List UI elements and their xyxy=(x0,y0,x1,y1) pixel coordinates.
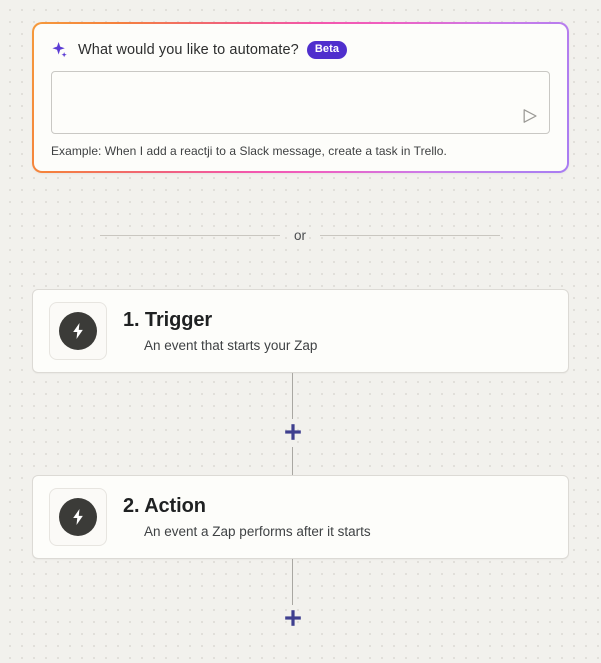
ai-prompt-card: What would you like to automate? Beta Ex… xyxy=(32,22,569,173)
ai-prompt-example: Example: When I add a reactji to a Slack… xyxy=(51,144,447,158)
connector-line-bottom xyxy=(292,559,293,605)
add-step-button-1[interactable] xyxy=(279,418,307,446)
plus-icon xyxy=(285,424,301,440)
step-text: 2. Action An event a Zap performs after … xyxy=(123,494,371,541)
step-title: 2. Action xyxy=(123,494,206,517)
step-card-trigger[interactable]: 1. Trigger An event that starts your Zap xyxy=(32,289,569,373)
send-button[interactable] xyxy=(518,104,542,128)
or-divider: or xyxy=(100,228,501,243)
sparkle-icon xyxy=(52,41,67,58)
ai-prompt-card-inner: What would you like to automate? Beta Ex… xyxy=(34,24,567,171)
divider-line-right xyxy=(320,235,501,236)
step-text: 1. Trigger An event that starts your Zap xyxy=(123,308,317,355)
divider-label: or xyxy=(294,228,307,243)
plus-icon xyxy=(285,610,301,626)
ai-prompt-header: What would you like to automate? Beta xyxy=(51,40,550,60)
ai-prompt-input[interactable] xyxy=(51,71,550,134)
step-title: 1. Trigger xyxy=(123,308,213,331)
bolt-circle xyxy=(59,312,97,350)
step-subtitle: An event a Zap performs after it starts xyxy=(144,523,371,539)
send-arrow-icon xyxy=(523,109,537,123)
add-step-button-2[interactable] xyxy=(279,604,307,632)
connector-line-middle xyxy=(292,447,293,476)
ai-prompt-title: What would you like to automate? xyxy=(78,42,299,58)
step-subtitle: An event that starts your Zap xyxy=(144,337,318,353)
step-icon-tile xyxy=(49,302,107,360)
lightning-bolt-icon xyxy=(73,509,83,525)
beta-badge: Beta xyxy=(306,41,348,59)
step-icon-tile xyxy=(49,488,107,546)
step-card-action[interactable]: 2. Action An event a Zap performs after … xyxy=(32,475,569,559)
connector-line-top xyxy=(292,373,293,419)
divider-line-left xyxy=(100,235,280,236)
bolt-circle xyxy=(59,498,97,536)
lightning-bolt-icon xyxy=(73,323,83,339)
ai-prompt-input-wrap xyxy=(51,71,550,134)
